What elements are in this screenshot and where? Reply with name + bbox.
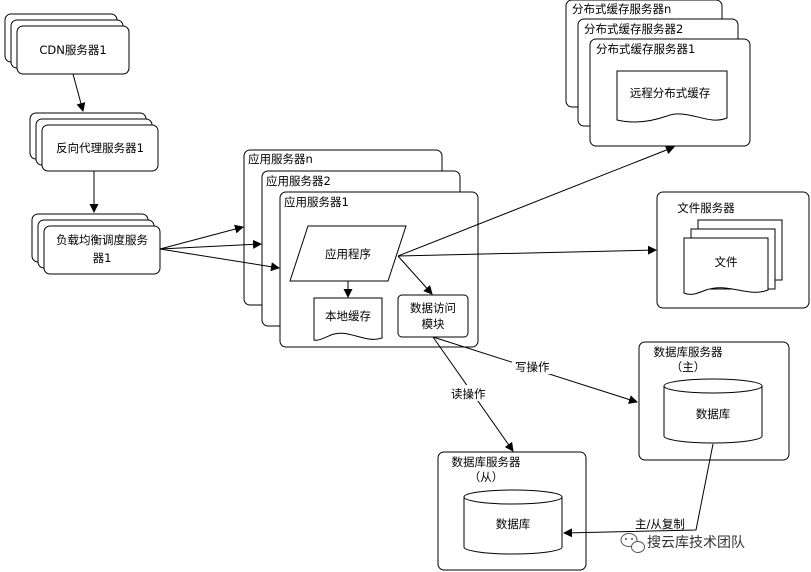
db-master-db-label: 数据库: [696, 407, 731, 421]
arrow-lb-to-app-n: [159, 224, 244, 250]
arrow-lb-to-app-1: [159, 248, 280, 272]
arrow-replication: [563, 443, 714, 538]
replication-label: 主/从复制: [635, 517, 685, 531]
arrow-lb-to-app-2: [159, 239, 262, 250]
wechat-icon: [620, 533, 645, 553]
read-operation-label: 读操作: [451, 387, 486, 401]
write-operation-label: 写操作: [515, 360, 550, 374]
db-master-title: 数据库服务器: [654, 345, 723, 359]
db-slave-title: 数据库服务器: [452, 455, 521, 469]
db-slave-cylinder: [463, 489, 563, 555]
db-master-cylinder: [663, 378, 763, 444]
db-slave-server: 数据库服务器 （从） 数据库: [437, 451, 587, 571]
dist-cache-n-label: 分布式缓存服务器n: [572, 2, 671, 16]
dist-cache-2-label: 分布式缓存服务器2: [584, 22, 683, 36]
local-cache-label: 本地缓存: [325, 309, 371, 323]
watermark: 搜云库技术团队: [620, 533, 745, 553]
remote-cache-label: 远程分布式缓存: [630, 86, 711, 100]
distributed-cache-stack: 分布式缓存服务器n 分布式缓存服务器2 分布式缓存服务器1 远程分布式缓存: [565, 0, 751, 147]
dist-cache-1-label: 分布式缓存服务器1: [596, 42, 695, 56]
file-doc-shape: [683, 237, 769, 295]
reverse-proxy-stack: 反向代理服务器1: [29, 112, 159, 172]
file-server-title: 文件服务器: [677, 201, 735, 215]
arrow-cdn-to-proxy: [72, 73, 86, 112]
cdn-server-stack: CDN服务器1: [4, 13, 130, 75]
app-server-n-label: 应用服务器n: [248, 152, 313, 166]
file-server: 文件服务器 文件: [656, 191, 810, 309]
load-balancer-label-line1: 负载均衡调度服务: [56, 233, 148, 247]
cdn-server-label: CDN服务器1: [39, 43, 106, 57]
arrow-app-to-data-access: [397, 255, 433, 295]
db-master-subtitle: （主）: [671, 360, 706, 374]
app-server-1-label: 应用服务器1: [284, 195, 349, 209]
app-program-label: 应用程序: [325, 247, 371, 261]
reverse-proxy-box: [41, 124, 159, 172]
watermark-text: 搜云库技术团队: [647, 535, 745, 551]
remote-cache-shape: [616, 70, 728, 123]
app-server-stack: 应用服务器n 应用服务器2 应用服务器1 应用程序 本地缓存 数据访问 模块: [243, 149, 479, 348]
app-server-2-label: 应用服务器2: [266, 174, 331, 188]
db-slave-db-label: 数据库: [496, 517, 531, 531]
db-slave-subtitle: （从）: [469, 470, 504, 484]
arrow-app-to-remote-cache: [397, 145, 675, 257]
db-master-server: 数据库服务器 （主） 数据库: [638, 341, 790, 461]
load-balancer-label-line2: 器1: [93, 251, 112, 265]
arrow-app-to-file-server: [397, 245, 657, 257]
load-balancer-box: [43, 225, 161, 275]
load-balancer-stack: 负载均衡调度服务 器1: [31, 213, 161, 275]
reverse-proxy-label: 反向代理服务器1: [56, 141, 144, 155]
local-cache-shape: [313, 297, 383, 341]
data-access-label-line2: 模块: [422, 317, 445, 331]
data-access-label-line1: 数据访问: [410, 301, 456, 315]
file-label: 文件: [715, 255, 738, 269]
app-program-shape: [289, 225, 407, 282]
